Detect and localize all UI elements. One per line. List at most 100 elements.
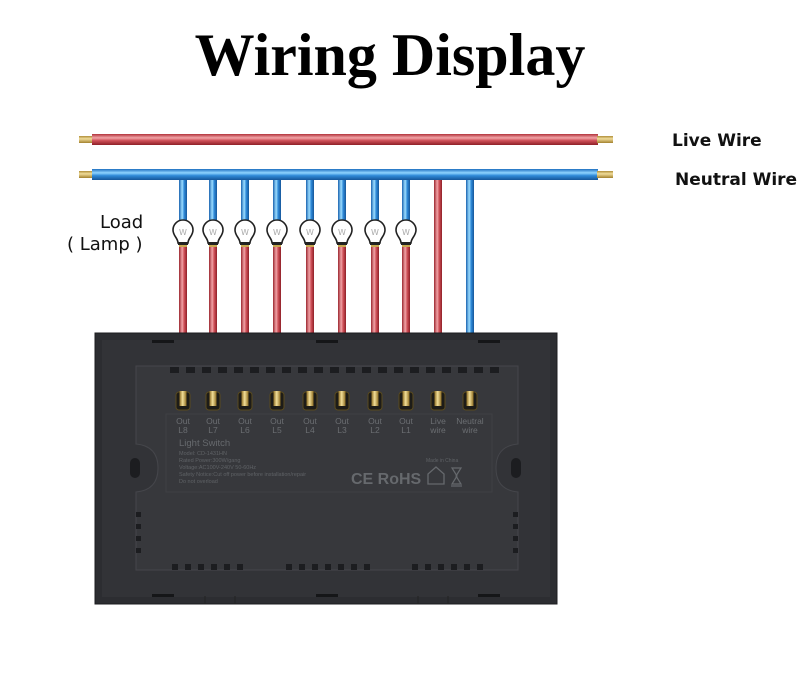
vent-slot (325, 564, 331, 570)
neutral-drop (273, 178, 281, 222)
panel-slot (478, 340, 500, 343)
neutral-drop (209, 178, 217, 222)
lamp-bulb-icon: W (299, 219, 321, 247)
terminal-label: Out (399, 416, 413, 426)
vent-slot (136, 512, 141, 517)
vent-slot (477, 564, 483, 570)
neutral-wire-insulation (92, 169, 598, 180)
switch-panel: OutL8OutL7OutL6OutL5OutL4OutL3OutL2OutL1… (94, 332, 558, 605)
neutral-wire (79, 169, 613, 180)
vent-slot (513, 548, 518, 553)
made-in-label: Made in China (426, 458, 458, 464)
plate-tooth (378, 367, 387, 373)
neutral-drop (306, 178, 314, 222)
neutral-drop (402, 178, 410, 222)
label-area (165, 413, 493, 493)
switched-live-wire (209, 244, 217, 392)
switched-live-wire (402, 244, 410, 392)
plate-tooth (202, 367, 211, 373)
bulb-mark: W (371, 228, 379, 237)
switched-live-wire (338, 244, 346, 392)
panel-slot (152, 594, 174, 597)
spec-line: Model: CD-1431HN (179, 451, 227, 457)
wire-copper-end (306, 391, 314, 406)
vent-slot (136, 524, 141, 529)
terminal-sublabel: wire (461, 425, 478, 435)
vent-slot (425, 564, 431, 570)
plate-tooth (330, 367, 339, 373)
plate-tooth (250, 367, 259, 373)
plate-tooth (186, 367, 195, 373)
neutral-wire-copper-left (79, 171, 93, 178)
live-wire-label: Live Wire (672, 131, 762, 151)
plate-tooth (346, 367, 355, 373)
lamp-bulb-icon: W (266, 219, 288, 247)
plate-tooth (170, 367, 179, 373)
panel-slot (152, 340, 174, 343)
switched-live-wire (273, 244, 281, 392)
terminal-sublabel: wire (429, 425, 446, 435)
terminal-sublabel: L8 (178, 425, 188, 435)
switch-label-title: Light Switch (179, 438, 230, 449)
vent-slot (211, 564, 217, 570)
plate-tooth (266, 367, 275, 373)
live-wire-copper-right (597, 136, 613, 143)
plate-tooth (426, 367, 435, 373)
vent-slot (351, 564, 357, 570)
live-wire-copper-left (79, 136, 93, 143)
page-title: Wiring Display (195, 22, 586, 88)
plate-tooth (458, 367, 467, 373)
plate-tooth (298, 367, 307, 373)
terminal-label: Out (270, 416, 284, 426)
terminal-label: Out (335, 416, 349, 426)
plate-tooth (282, 367, 291, 373)
live-wire (79, 134, 613, 145)
neutral-drop (371, 178, 379, 222)
vent-slot (412, 564, 418, 570)
bulb-mark: W (338, 228, 346, 237)
vent-slot (136, 536, 141, 541)
panel-vents (136, 367, 518, 570)
plate-tooth (490, 367, 499, 373)
neutral-drop (179, 178, 187, 222)
vent-slot (364, 564, 370, 570)
bulb-mark: W (179, 228, 187, 237)
wire-copper-end (466, 391, 474, 406)
wire-copper-end (371, 391, 379, 406)
spec-line: Do not overload (179, 479, 218, 485)
wire-copper-end (273, 391, 281, 406)
vent-slot (185, 564, 191, 570)
bulb-mark: W (402, 228, 410, 237)
weee-bin-icon (450, 467, 463, 487)
neutral-wire-copper-right (597, 171, 613, 178)
terminal-label: Out (206, 416, 220, 426)
lamp-bulb-icon: W (364, 219, 386, 247)
neutral-feed-wire (466, 178, 474, 392)
switched-live-wire (179, 244, 187, 392)
terminal-sublabel: L4 (305, 425, 315, 435)
wire-copper-end (209, 391, 217, 406)
vent-slot (237, 564, 243, 570)
vent-slot (338, 564, 344, 570)
bulb-mark: W (306, 228, 314, 237)
terminal-sublabel: L6 (240, 425, 250, 435)
live-feed-wire (434, 170, 442, 392)
wire-copper-end (338, 391, 346, 406)
load-label: Load (100, 212, 143, 233)
neutral-drop (338, 178, 346, 222)
terminal-sublabel: L5 (272, 425, 282, 435)
terminal-sublabel: L1 (401, 425, 411, 435)
certification-marks: CE RoHS (351, 471, 422, 488)
spec-line: Voltage:AC100V-240V 50-60Hz (179, 465, 256, 471)
mount-hole-right (511, 458, 521, 478)
lamp-bulb-icon: W (202, 219, 224, 247)
plate-tooth (442, 367, 451, 373)
terminal-label: Out (368, 416, 382, 426)
panel-slot (316, 594, 338, 597)
wire-copper-end (434, 391, 442, 406)
terminal-label: Out (303, 416, 317, 426)
plate-tooth (234, 367, 243, 373)
vent-slot (513, 524, 518, 529)
vent-slot (299, 564, 305, 570)
